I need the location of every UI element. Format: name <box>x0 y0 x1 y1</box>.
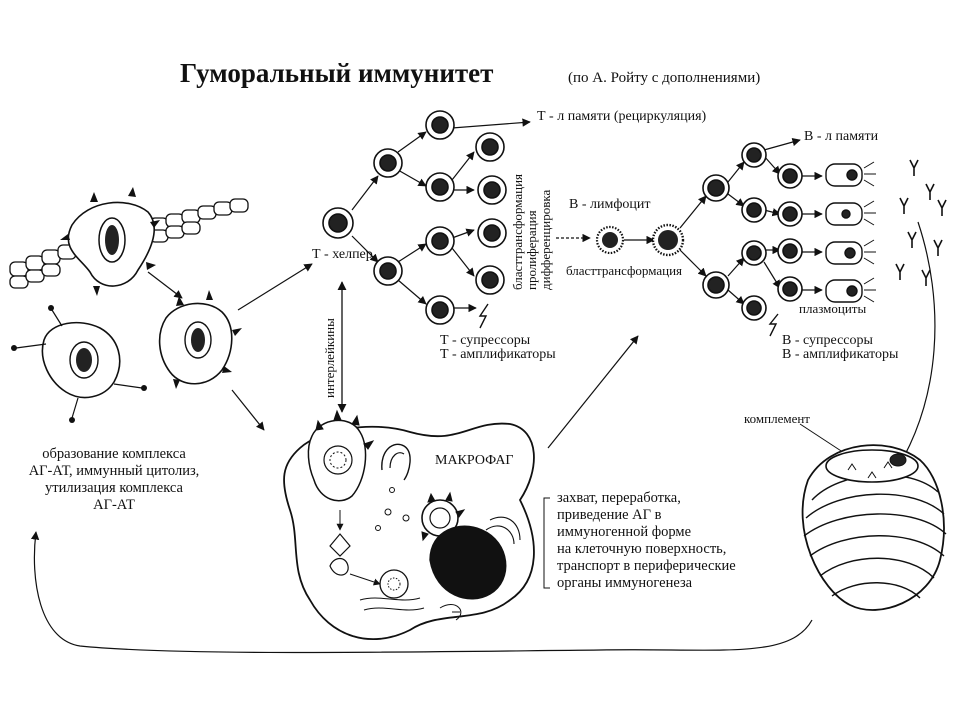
macrophage-cell <box>283 409 535 641</box>
apc-cell-bottom-left <box>11 305 147 423</box>
b-blast-cell <box>651 223 685 257</box>
left-description-line: образование комплекса <box>42 446 186 462</box>
b-cells <box>702 142 803 321</box>
macrophage-description-line: органы иммуногенеза <box>557 575 693 591</box>
epithelium-strand-right <box>149 198 249 243</box>
macrophage-description-line: транспорт в периферические <box>557 558 736 574</box>
label-b-suppressors: В - супрессоры <box>782 333 873 348</box>
left-description-line: АГ-АТ, иммунный цитолиз, <box>28 463 200 479</box>
label-b-amplifiers: В - амплификаторы <box>782 347 899 362</box>
label-interleukins: интерлейкины <box>322 318 337 398</box>
macrophage-description-line: иммуногенной форме <box>557 524 692 540</box>
label-t-memory: Т - л памяти (рециркуляция) <box>537 109 707 124</box>
antibodies <box>895 159 947 286</box>
antibody-to-target-curve <box>889 221 936 481</box>
label-complement: комплемент <box>744 411 810 426</box>
macrophage-text-bracket <box>543 497 550 589</box>
macrophage-description-line: захват, переработка, <box>557 490 681 506</box>
label-t-amplifiers: Т - амплификаторы <box>440 347 556 362</box>
left-description-line: утилизация комплекса <box>45 480 183 496</box>
plasma-cells <box>825 163 863 303</box>
apc-cell-bottom-right <box>158 290 242 389</box>
page-title: Гуморальный иммунитет <box>180 58 494 88</box>
label-plasmocytes: плазмоциты <box>799 301 867 316</box>
label-blast-vertical-3: дифференцировка <box>538 189 553 290</box>
arrow-apc-to-apc <box>147 271 183 299</box>
apc-cell-top <box>60 187 160 296</box>
macrophage-description-line: приведение АГ в <box>557 507 662 523</box>
b-lymphocyte-cell <box>595 225 625 255</box>
page-subtitle: (по А. Ройту с дополнениями) <box>568 70 761 86</box>
label-b-memory: В - л памяти <box>804 129 879 144</box>
arrow-apc-to-t-helper <box>237 263 313 311</box>
lightning-t <box>478 303 489 329</box>
t-cells <box>322 110 507 325</box>
t-cell-tree-lines <box>351 118 531 313</box>
left-description-line: АГ-АТ <box>93 497 135 513</box>
lightning-b <box>768 313 779 337</box>
target-cell <box>801 444 947 611</box>
label-b-lymphocyte: В - лимфоцит <box>569 197 651 212</box>
return-loop-arrow <box>30 531 813 654</box>
arrow-macrophage-to-b <box>547 335 639 449</box>
antibody-rays <box>863 161 876 303</box>
label-t-suppressors: Т - супрессоры <box>440 333 531 348</box>
arrow-apc-to-macrophage <box>231 389 265 431</box>
label-t-helper: Т - хелпер <box>312 247 373 262</box>
macrophage-description: захват, переработка, приведение АГ в имм… <box>557 490 736 592</box>
label-macrophage: МАКРОФАГ <box>435 453 514 468</box>
macrophage-description-line: на клеточную поверхность, <box>557 541 727 557</box>
label-blast-transformation: бласттрансформация <box>566 263 683 278</box>
left-description: образование комплекса АГ-АТ, иммунный ци… <box>8 446 220 514</box>
